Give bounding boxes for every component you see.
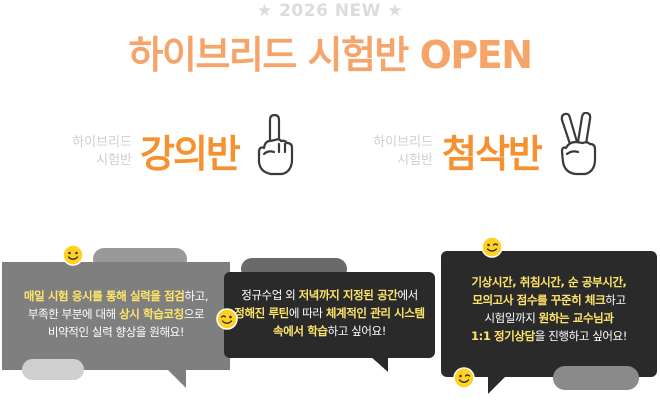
speech-bubble-1: 매일 시험 응시를 통해 실력을 점검하고, 부족한 부분에 대해 상시 학습코… [2,262,230,370]
class2-subtitle-line1: 하이브리드 [373,135,433,150]
class2-subtitle-line2: 시험반 [397,153,433,168]
speech-bubble-3: 기상시간, 취침시간, 순 공부시간, 모의고사 점수를 꾸준히 체크하고 시험… [441,251,657,377]
bubble1-bottom-pill [22,359,84,380]
class1-subtitle-line2: 시험반 [96,153,132,168]
class2-name: 첨삭반 [442,132,543,176]
class1-subtitle: 하이브리드 시험반 [52,134,132,170]
class1-subtitle-line1: 하이브리드 [72,135,132,150]
hand-peace-sign-icon [560,112,597,176]
bubble3-line4: 1:1 정기상담을 진행하고 싶어요! [471,329,627,343]
bubble3-line2: 모의고사 점수를 꾸준히 체크하고 [472,293,626,307]
bubble2-tail [370,356,388,372]
page-title: 하이브리드 시험반 OPEN [128,33,533,77]
bubble3-line3: 시험일까지 원하는 교수님과 [484,311,614,325]
bubble3-bottom-pill [553,366,639,390]
class2-subtitle: 하이브리드 시험반 [353,134,433,170]
bubble1-line1: 매일 시험 응시를 통해 실력을 점검하고, [23,289,209,303]
bubble3-tail [488,376,506,394]
bubble2-line1: 정규수업 외 저녁까지 지정된 공간에서 [241,288,418,302]
bubble2-line2: 정해진 루틴에 따라 체계적인 관리 시스템 [234,306,425,320]
bubble2-line3: 속에서 학습하고 싶어요! [273,324,386,338]
winking-smiley-icon [216,308,238,330]
smiley-icon [62,244,84,266]
bubble1-tail [166,368,186,388]
bubble1-line2: 부족한 부분에 대해 상시 학습코칭으로 [27,307,205,321]
tongue-smiley-icon [481,236,503,258]
bubble3-line1: 기상시간, 취침시간, 순 공부시간, [471,275,627,289]
new-badge: ★ 2026 NEW ★ [256,1,404,21]
bubble1-line3: 비약적인 실력 향상을 원해요! [47,325,185,339]
hand-one-finger-icon [257,114,294,176]
winking-smiley-icon [453,367,475,389]
class1-name: 강의반 [140,132,241,176]
speech-bubble-2: 정규수업 외 저녁까지 지정된 공간에서 정해진 루틴에 따라 체계적인 관리 … [224,272,435,358]
